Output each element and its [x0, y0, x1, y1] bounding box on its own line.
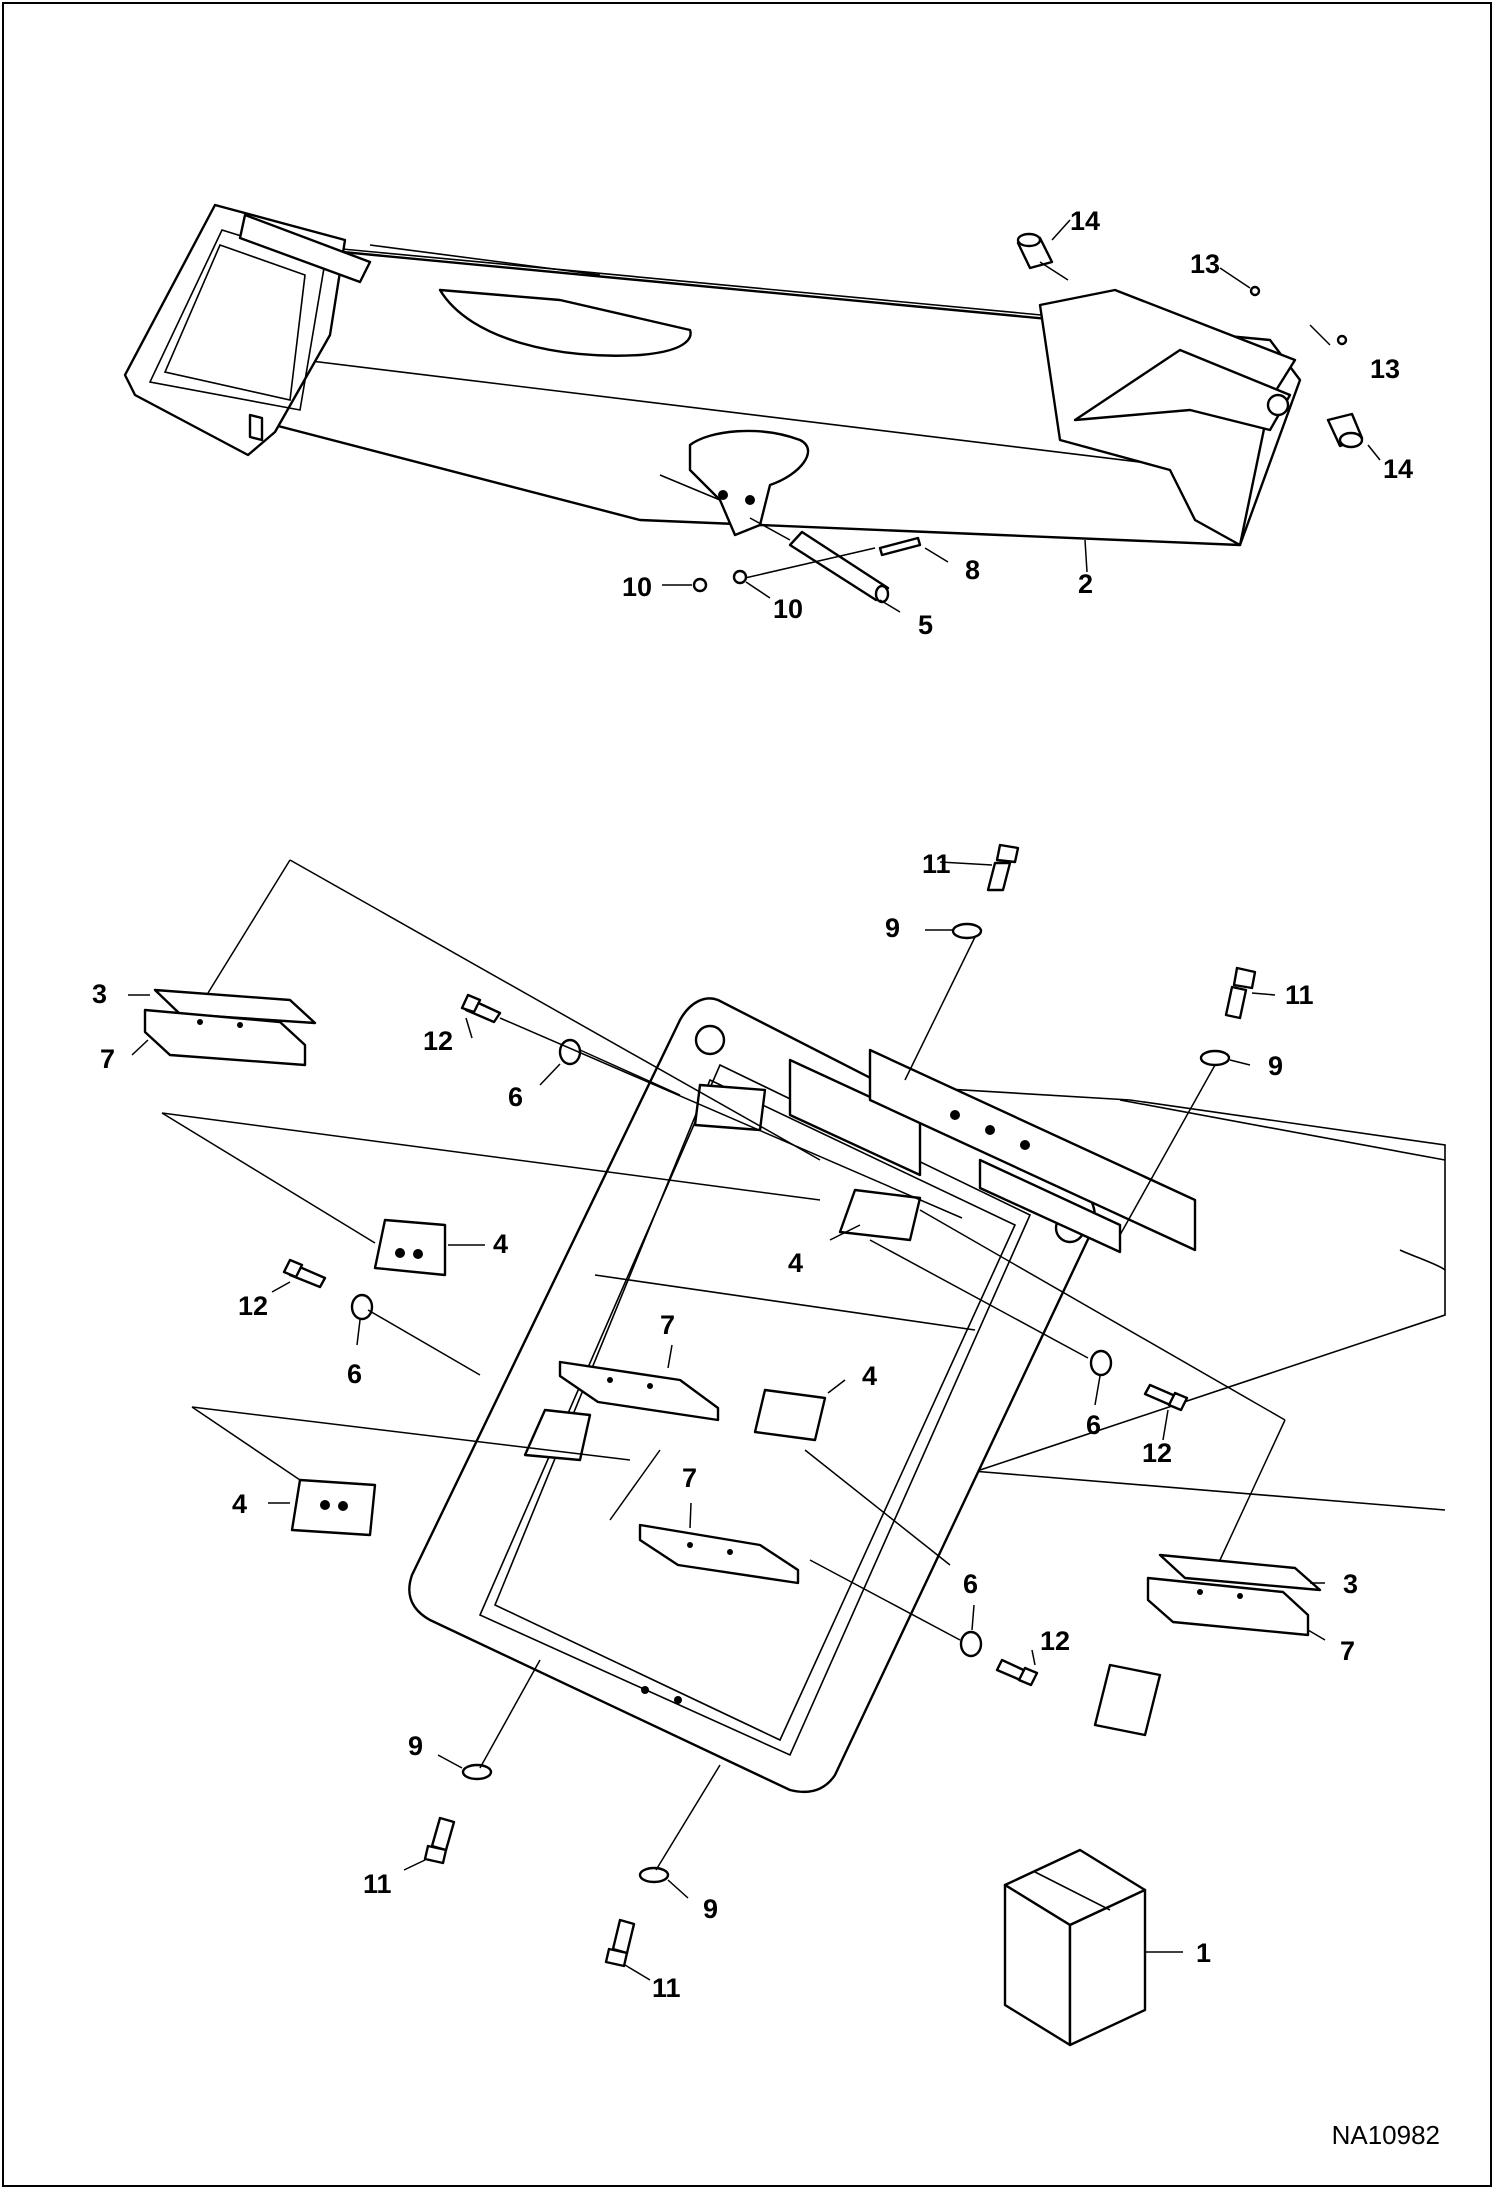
bolt-11-right [1224, 985, 1248, 1020]
callout-7-lower: 7 [682, 1463, 697, 1493]
nut-10-a [692, 577, 708, 593]
slide-bracket-4-center [838, 1188, 922, 1242]
callout-13-right: 13 [1370, 354, 1400, 384]
slide-bracket-4-left-b [290, 1478, 377, 1537]
callout-4-left-b: 4 [232, 1489, 247, 1519]
callout-3-top-left: 3 [92, 979, 107, 1009]
callout-6-left: 6 [347, 1359, 362, 1389]
parts-kit-box-1 [1003, 1848, 1147, 2047]
grease-fitting-13-a [1249, 285, 1261, 297]
top-leaders [662, 219, 1381, 613]
pivot-pin-5 [788, 530, 890, 602]
top-small-parts [692, 232, 1364, 604]
callout-8: 8 [965, 555, 980, 585]
callout-1: 1 [1196, 1938, 1211, 1968]
nut-10-b [732, 569, 748, 585]
callout-13-top: 13 [1190, 249, 1220, 279]
washer-9-bottom-center [638, 1866, 670, 1884]
bottom-frame-assembly [408, 997, 1446, 1794]
wear-components [143, 988, 1322, 1637]
drawing-number: NA10982 [1331, 2120, 1440, 2150]
callout-7-upper: 7 [660, 1310, 675, 1340]
callout-6-top-left: 6 [508, 1082, 523, 1112]
slide-bracket-4-left-a [373, 1218, 447, 1277]
callout-12-top-left: 12 [423, 1026, 453, 1056]
washer-6-right [1089, 1349, 1113, 1377]
shim-3-right [1158, 1553, 1322, 1592]
wear-pad-7-right [1146, 1576, 1310, 1637]
callout-10-right: 10 [773, 594, 803, 624]
wear-pad-7-upper [558, 1360, 720, 1422]
washer-6-bottom [959, 1630, 983, 1658]
bolt-11-bottom-center [611, 1918, 636, 1955]
wear-pad-7-top-left [143, 1008, 307, 1067]
beam-tab [1093, 1663, 1162, 1737]
callout-12-right: 12 [1142, 1438, 1172, 1468]
callout-12-bottom: 12 [1040, 1626, 1070, 1656]
callout-3-right: 3 [1343, 1569, 1358, 1599]
callout-11-top: 11 [922, 849, 951, 879]
callout-4-left-a: 4 [493, 1229, 508, 1259]
callout-7-right: 7 [1340, 1636, 1355, 1666]
fasteners [282, 843, 1257, 1968]
washer-9-top [951, 922, 983, 940]
washer-6-left [350, 1293, 374, 1321]
callout-7-top-left: 7 [100, 1044, 115, 1074]
callout-12-left: 12 [238, 1291, 268, 1321]
bolt-11-top [986, 861, 1012, 892]
callout-11-bottom-left: 11 [363, 1869, 392, 1899]
callout-5: 5 [918, 610, 933, 640]
callout-6-bottom: 6 [963, 1569, 978, 1599]
pivot-bracket [688, 429, 810, 537]
callout-9-bottom-center: 9 [703, 1894, 718, 1924]
bolt-8 [878, 536, 922, 557]
callout-6-right: 6 [1086, 1410, 1101, 1440]
callout-14-top: 14 [1070, 206, 1100, 236]
bottom-leaders [128, 859, 1326, 1981]
callout-9-right: 9 [1268, 1051, 1283, 1081]
callout-4-center: 4 [788, 1248, 803, 1278]
callout-labels: 14 13 13 14 8 10 10 5 2 11 9 11 9 3 7 12… [92, 206, 1413, 2003]
callout-2: 2 [1078, 569, 1093, 599]
main-frame-assembly [123, 203, 1302, 547]
callout-11-right: 11 [1285, 980, 1314, 1010]
callout-9-top: 9 [885, 913, 900, 943]
washer-9-bottom-left [461, 1763, 493, 1781]
callout-4-inner: 4 [862, 1361, 877, 1391]
callout-10-left: 10 [622, 572, 652, 602]
callout-14-right: 14 [1383, 454, 1413, 484]
grease-fitting-13-b [1336, 334, 1348, 346]
callout-9-bottom-left: 9 [408, 1731, 423, 1761]
callout-11-bottom-center: 11 [652, 1973, 681, 2003]
bolt-11-bottom-left [430, 1816, 456, 1852]
slide-bracket-4-inner [753, 1388, 827, 1442]
washer-9-right [1199, 1049, 1231, 1067]
frame-lobe [438, 288, 692, 357]
right-tower [1038, 288, 1297, 547]
wear-pad-7-lower [638, 1523, 800, 1585]
